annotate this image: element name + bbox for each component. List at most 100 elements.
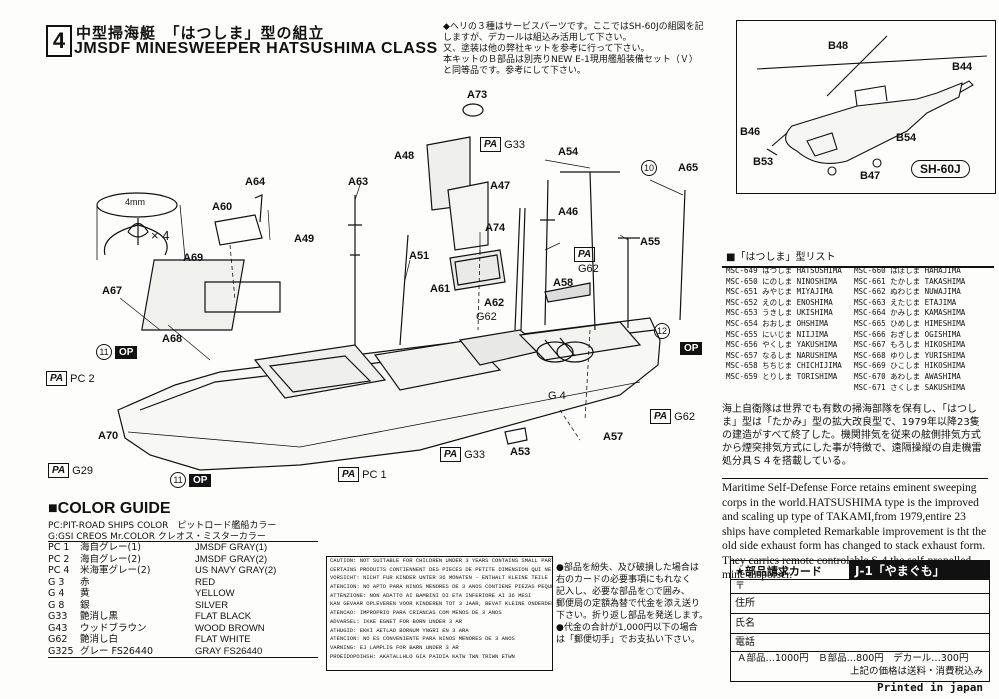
- step-number: 4: [46, 25, 72, 57]
- heli-model-label: SH-60J: [911, 160, 970, 178]
- warning-line: CAUTION: NOT SUITABLE FOR CHILDREN UNDER…: [330, 557, 552, 564]
- quantity-label: × 4: [151, 228, 170, 243]
- parts-request-instructions: ●部品を紛失、及び破損した場合は右のカードの必要事項にもれなく記入し、必要な部品…: [556, 562, 726, 646]
- part-label-a74: A74: [485, 222, 506, 234]
- part-label-a54: A54: [558, 146, 579, 158]
- ship-list-title: ■「はつしま」型リスト: [722, 246, 994, 268]
- part-label-a58: A58: [553, 277, 574, 289]
- warning-line: ADVARSEL: IKKE EGNET FOR BORN UNDER 3 AR: [330, 617, 463, 625]
- warning-line: VORSICHT: NICHT FUR KINDER UNTER 36 MONA…: [330, 574, 548, 582]
- footer-printed: Printed in japan: [877, 681, 983, 694]
- heli-part-b44: B44: [952, 61, 973, 73]
- part-label-a70: A70: [98, 430, 119, 442]
- card-code: J-1「やまぐも」: [849, 561, 989, 579]
- part-label-g62: G62: [578, 263, 599, 275]
- part-label-a62: A62: [484, 297, 505, 309]
- part-label-a49: A49: [294, 233, 315, 245]
- warning-line: PROEIDOPOIHSH: AKATALLHLO GIA PAIDIA KAT…: [330, 652, 515, 660]
- address-field: 住所: [731, 594, 989, 614]
- part-label-a57: A57: [603, 431, 624, 443]
- warning-line: ATENCAO: IMPROPRIO PARA CRIANCAS COM MEN…: [330, 609, 502, 617]
- heli-part-b48: B48: [828, 40, 849, 52]
- part-label-a73: A73: [467, 89, 488, 101]
- note-line: と同等品です。参考にして下さい。: [443, 66, 586, 76]
- description-jp: 海上自衛隊は世界でも有数の掃海部隊を保有し、「はつしま」型は「たかみ」型の拡大改…: [722, 404, 982, 467]
- zip-field: 〒: [731, 580, 989, 594]
- request-line: ●代金の合計が1,000円以下の場合: [556, 623, 698, 633]
- request-line: 記入し、必要な部品を○で囲み、: [556, 587, 690, 597]
- price-note: 上記の価格は送料・消費税込み: [849, 666, 983, 677]
- sh60j-drawing: [756, 35, 988, 176]
- phone-field: 電話: [731, 634, 989, 652]
- part-label-a63: A63: [348, 176, 369, 188]
- part-label-a69: A69: [183, 252, 204, 264]
- assembly-note: ◆ヘリの３種はサービスパーツです。ここではSH-60Jの組図を記 しますが、デカ…: [443, 22, 735, 77]
- request-line: 右のカードの必要事項にもれなく: [556, 575, 692, 585]
- warning-line: ATENCION: NO ES CONVENIENTE PARA NINOS M…: [330, 635, 515, 643]
- part-label-a68: A68: [162, 333, 183, 345]
- note-line: しますが、デカールは組込み活用して下さい。: [443, 33, 632, 43]
- dimension-label: 4mm: [125, 197, 145, 207]
- color-guide-line: PC:PIT-ROAD SHIPS COLOR ピットロード艦船カラー: [48, 521, 277, 531]
- part-label-a53: A53: [510, 446, 531, 458]
- warning-line: ATHUGID: EKKI AETLAD BORNUM YNGRI EN 3 A…: [330, 626, 469, 634]
- part-label-g62: G62: [476, 311, 497, 323]
- request-line: ●部品を紛失、及び破損した場合は: [556, 563, 699, 573]
- part-label-a55: A55: [640, 236, 661, 248]
- page-title-jp: 中型掃海艇 「はつしま」型の組立: [76, 24, 325, 42]
- warning-line: VARNING: EJ LAMPLIG FOR BARN UNDER 3 AR: [330, 643, 459, 651]
- color-guide-line: G:GSI CREOS Mr.COLOR クレオス・ミスターカラー: [48, 532, 266, 542]
- request-line: 郵便局の定額為替で代金を添え送り: [556, 599, 701, 609]
- name-field: 氏名: [731, 614, 989, 634]
- part-label-a60: A60: [212, 201, 233, 213]
- warning-line: CERTAINS PRODUITS CONTIENNENT DES PIECES…: [330, 565, 552, 573]
- safety-warning-box: CAUTION: NOT SUITABLE FOR CHILDREN UNDER…: [326, 556, 553, 671]
- price-line: Ａ部品…1000円 Ｂ部品…800円 デカール…300円: [737, 653, 969, 664]
- heli-part-b46: B46: [740, 126, 761, 138]
- note-line: 又、塗装は他の弊社キットを参考に行って下さい。: [443, 44, 650, 54]
- step-ref-12: 12: [654, 323, 670, 339]
- paint-marker: PA: [574, 247, 598, 262]
- step-ref-10: 10: [641, 160, 657, 176]
- part-label-a67: A67: [102, 285, 123, 297]
- note-line: 本キットのＢ部品は別売りNEW E-1現用艦船装備セット（Ｖ）: [443, 55, 698, 65]
- heli-part-b54: B54: [896, 132, 917, 144]
- part-label-a65: A65: [678, 162, 699, 174]
- request-line: は「郵便切手」でお支払い下さい。: [556, 635, 701, 645]
- ship-list-row: MSC-671 さくしま SAKUSHIMA: [854, 382, 966, 392]
- part-label-a47: A47: [490, 180, 511, 192]
- helicopter-panel: [736, 20, 996, 194]
- part-label-a51: A51: [409, 250, 430, 262]
- color-guide-title: ■COLOR GUIDE: [48, 500, 171, 517]
- part-label-a64: A64: [245, 176, 266, 188]
- part-label-g4: G 4: [548, 390, 566, 402]
- warning-line: KAN GEVAAR OPLEVEREN VOOR KINDEREN TOT 3…: [330, 600, 552, 608]
- page-title-en: JMSDF MINESWEEPER HATSUSHIMA CLASS: [74, 40, 438, 57]
